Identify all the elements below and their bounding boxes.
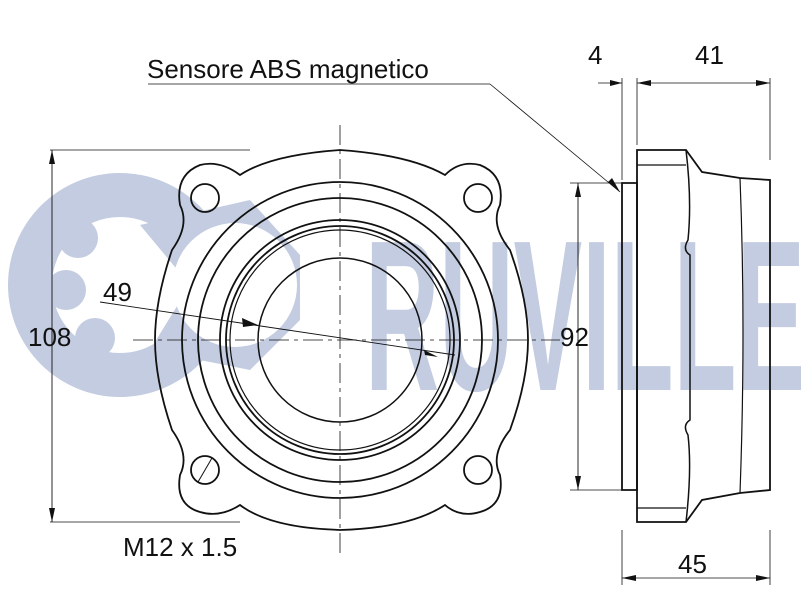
dim-pilot: 92 <box>560 322 589 352</box>
dim-flange-thickness: 4 <box>588 40 603 70</box>
dim-body-width: 41 <box>695 40 724 70</box>
ruville-logo-watermark: RUVILLE <box>8 173 805 436</box>
front-view <box>49 125 622 555</box>
thread-label: M12 x 1.5 <box>123 532 238 562</box>
dim-outer-height: 108 <box>28 322 72 352</box>
dim-bore: 49 <box>103 277 132 307</box>
watermark-brand: RUVILLE <box>365 195 805 436</box>
side-view <box>148 78 771 585</box>
dim-total-width: 45 <box>678 549 707 579</box>
abs-sensor-label: Sensore ABS magnetico <box>147 54 429 84</box>
